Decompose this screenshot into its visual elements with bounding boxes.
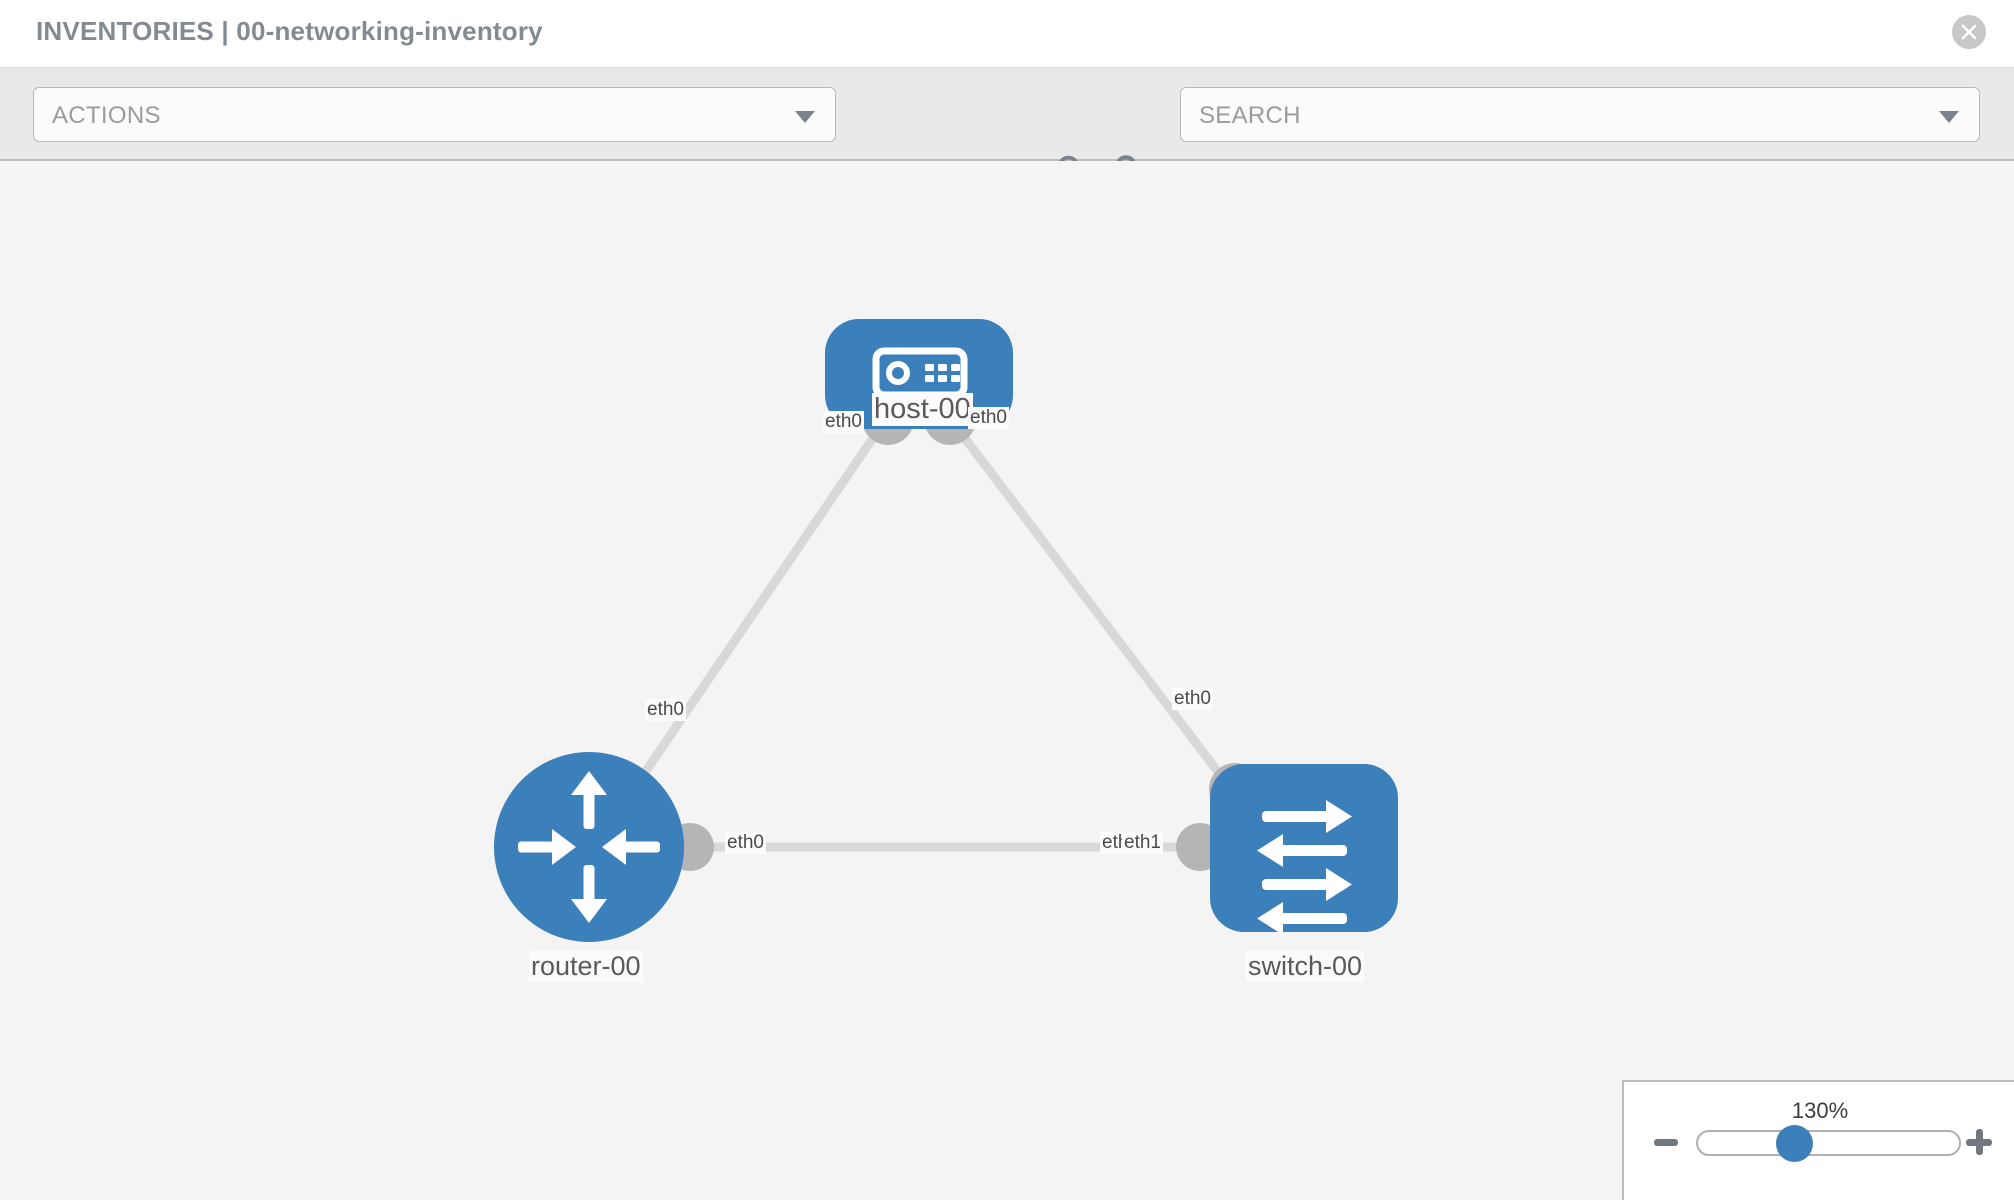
node-label-host-00: host-00 xyxy=(872,393,973,426)
zoom-control-panel: 130% xyxy=(1622,1080,2014,1200)
node-router-00[interactable] xyxy=(494,752,684,942)
page-header: INVENTORIES | 00-networking-inventory xyxy=(0,0,2014,68)
chevron-down-icon xyxy=(1939,111,1959,123)
node-label-switch-00: switch-00 xyxy=(1246,951,1365,982)
plus-icon[interactable] xyxy=(1966,1129,1992,1155)
switch-arrows-icon xyxy=(1257,800,1352,935)
iface-label-switch-up: eth0 xyxy=(1172,688,1213,710)
chevron-down-icon xyxy=(795,111,815,123)
node-switch-00[interactable] xyxy=(1210,764,1398,935)
page-title: INVENTORIES | 00-networking-inventory xyxy=(36,16,543,46)
iface-label-router-up: eth0 xyxy=(645,699,686,721)
minus-icon[interactable] xyxy=(1654,1139,1678,1146)
iface-label-host-left: eth0 xyxy=(823,411,864,433)
topology-graph xyxy=(494,319,1398,942)
actions-dropdown[interactable]: ACTIONS xyxy=(33,87,836,142)
search-placeholder: SEARCH xyxy=(1199,102,1301,129)
iface-label-host-right: eth0 xyxy=(968,407,1009,429)
actions-dropdown-label: ACTIONS xyxy=(52,102,161,129)
zoom-level-value: 130% xyxy=(1791,1098,1849,1123)
link-host-switch xyxy=(943,411,1245,806)
zoom-slider-track[interactable] xyxy=(1696,1130,1961,1156)
router-arrows-icon xyxy=(518,771,660,923)
toolbar: ACTIONS SEARCH xyxy=(0,68,2014,189)
topology-canvas[interactable]: host-00 router-00 switch-00 eth0 eth0 et… xyxy=(0,161,2014,1200)
search-input[interactable]: SEARCH xyxy=(1180,87,1980,142)
zoom-slider-thumb[interactable] xyxy=(1776,1125,1813,1162)
link-host-router xyxy=(600,411,893,836)
iface-label-router-right: eth0 xyxy=(725,832,766,854)
iface-label-switch-left-eth1: eth1 xyxy=(1122,832,1163,854)
node-label-router-00: router-00 xyxy=(529,951,643,982)
close-icon[interactable] xyxy=(1952,15,1986,49)
